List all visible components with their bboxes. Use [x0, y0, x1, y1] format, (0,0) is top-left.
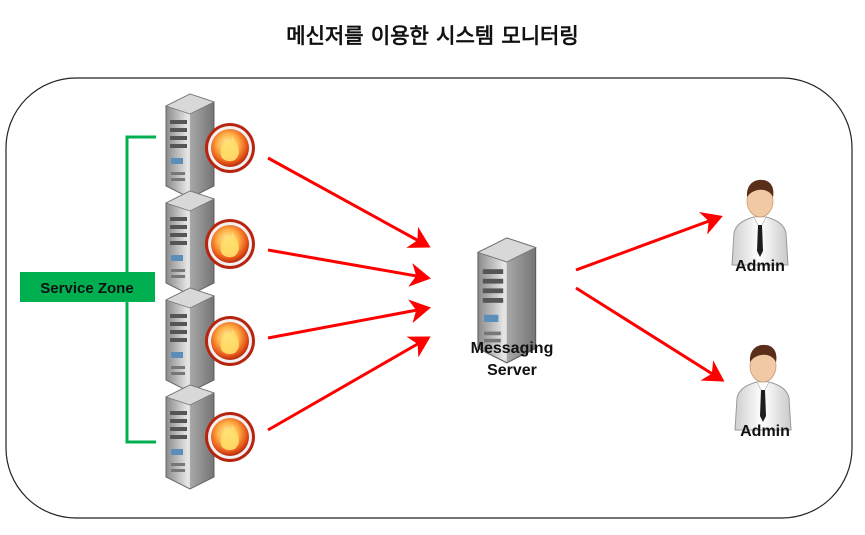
- system-boundary: [5, 77, 853, 519]
- service-zone-box: [20, 272, 155, 302]
- arrow-server1-to-messaging: [267, 156, 431, 248]
- admin-2-label: Admin: [740, 423, 790, 440]
- diagram-title: 메신저를 이용한 시스템 모니터링: [286, 24, 579, 48]
- server-firewall-icon: [205, 316, 255, 366]
- arrow-server4-to-messaging: [267, 336, 431, 432]
- server-firewall-icon: [205, 219, 255, 269]
- server-firewall-icon: [205, 412, 255, 462]
- arrow-server2-to-messaging: [267, 248, 431, 287]
- arrow-messaging-to-admin2: [575, 286, 725, 382]
- admin-1-label: Admin: [735, 258, 785, 275]
- messaging-server-label-line1: Messaging: [471, 340, 554, 357]
- service-zone-label: Service Zone: [40, 280, 133, 297]
- messaging-server-label-line2: Server: [487, 362, 537, 379]
- server-firewall-icon: [205, 123, 255, 173]
- arrow-server3-to-messaging: [267, 299, 431, 340]
- arrow-messaging-to-admin1: [575, 211, 723, 272]
